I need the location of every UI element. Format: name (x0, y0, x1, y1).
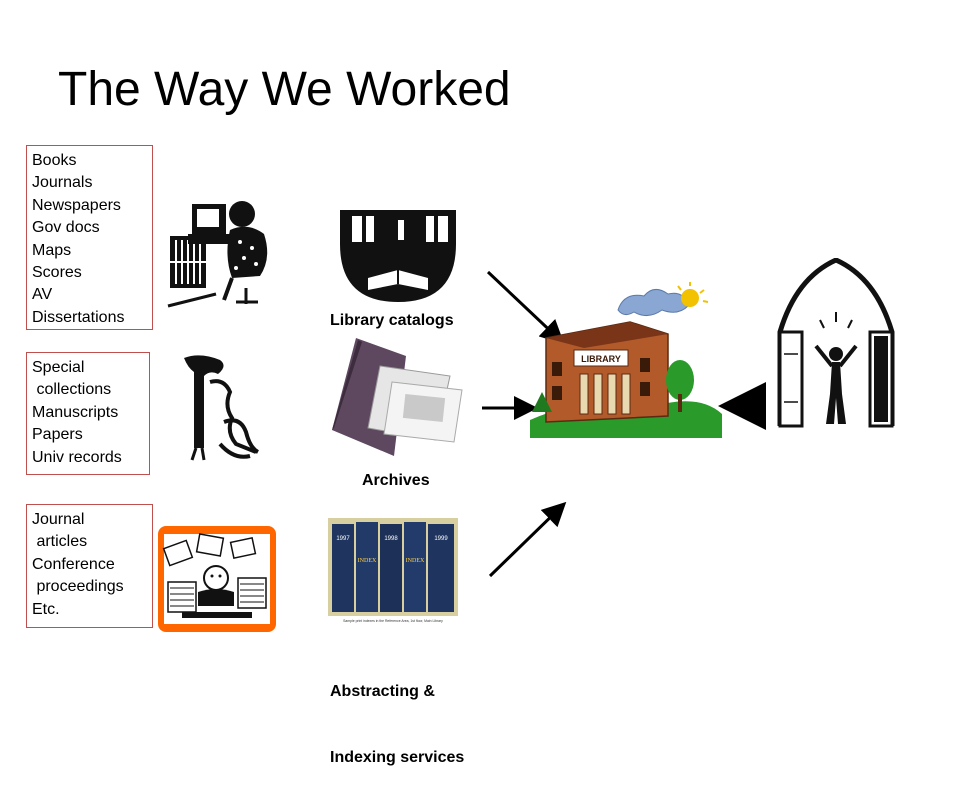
library-catalogs-label: Library catalogs (330, 312, 454, 329)
shelf-caption: Sample print indexes in the Reference Ar… (343, 619, 443, 623)
resource-list-box-2: Special collections Manuscripts Papers U… (26, 352, 150, 475)
resource-item: Scores (32, 264, 82, 282)
resource-item: Special (32, 359, 85, 376)
archives-label: Archives (362, 472, 430, 489)
scroll-reader-clipart (184, 355, 260, 461)
resource-item: articles (32, 533, 88, 551)
resource-item: Univ records (32, 448, 122, 466)
resource-item: Papers (32, 426, 83, 444)
flow-arrows (482, 270, 766, 578)
resource-item: Manuscripts (32, 403, 119, 421)
abstracting-label-line: Abstracting & (330, 683, 435, 700)
volume-year: 1997 (336, 536, 350, 542)
volume-spine-text: INDEX (358, 558, 377, 564)
resource-item: proceedings (32, 578, 124, 596)
resource-item: Dissertations (32, 308, 125, 326)
volume-year: 1998 (384, 536, 398, 542)
computer-user-clipart (167, 201, 268, 308)
indexing-label-line: Indexing services (330, 749, 465, 766)
book-arch-reader-clipart (777, 258, 895, 428)
archive-binder-clipart (332, 338, 463, 456)
resource-item: Books (32, 152, 77, 169)
library-building-clipart: LIBRARY (530, 282, 722, 438)
index-volumes-photo: 1997 1998 1999 INDEX INDEX Sample print … (328, 518, 458, 623)
resource-item: collections (32, 381, 112, 399)
slide-title: The Way We Worked (58, 63, 511, 116)
resource-list-box-1: Books Journals Newspapers Gov docs Maps … (26, 145, 153, 330)
volume-year: 1999 (434, 536, 448, 542)
arrow-catalogs-to-library (486, 270, 565, 345)
resource-item: Conference (32, 555, 115, 573)
resource-item: Journals (32, 174, 93, 192)
arrow-indexes-to-library (488, 501, 567, 578)
overwhelmed-researcher-clipart (158, 526, 276, 632)
resource-item: Etc. (32, 600, 60, 618)
resource-list-box-3: Journal articles Conference proceedings … (26, 504, 153, 628)
resource-item: AV (32, 286, 53, 304)
library-stacks-clipart (340, 210, 456, 302)
volume-spine-text: INDEX (406, 558, 425, 564)
library-sign-text: LIBRARY (581, 354, 621, 364)
resource-item: Gov docs (32, 219, 100, 237)
resource-item: Journal (32, 511, 85, 528)
resource-item: Newspapers (32, 196, 121, 214)
resource-item: Maps (32, 241, 72, 259)
